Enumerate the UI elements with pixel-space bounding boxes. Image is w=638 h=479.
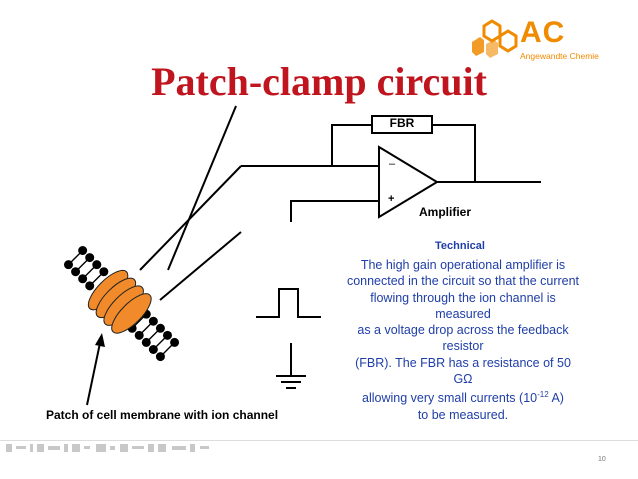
feedback-wire-right — [432, 124, 476, 181]
technical-line: as a voltage drop across the feedback — [357, 323, 569, 338]
technical-line-text: A) — [548, 391, 564, 406]
technical-line: measured — [435, 306, 491, 321]
footer-pattern — [0, 440, 638, 452]
membrane-bilayer — [64, 246, 180, 362]
exponent: -12 — [537, 390, 549, 400]
technical-line-text: allowing very small currents (10 — [362, 391, 538, 406]
page-number: 10 — [598, 456, 606, 463]
amplifier-label: Amplifier — [419, 205, 472, 219]
inverting-input-sign: – — [389, 158, 396, 170]
technical-line: resistor — [442, 339, 484, 354]
technical-line: (FBR). The FBR has a resistance of 50 — [355, 355, 571, 370]
slide-title: Patch-clamp circuit — [151, 59, 487, 104]
pipette-outer-line — [167, 105, 237, 271]
technical-line: to be measured. — [417, 407, 509, 422]
fbr-label: FBR — [389, 116, 415, 130]
membrane-label: Patch of cell membrane with ion channel — [46, 408, 279, 422]
technical-line: allowing very small currents (10-12 A) — [328, 387, 598, 406]
logo-subtitle: Angewandte Chemie — [520, 51, 599, 61]
membrane-pointer-arrow — [86, 333, 105, 406]
pipette-lower-line — [159, 231, 242, 301]
feedback-wire-left — [331, 124, 372, 166]
logo-hexagon-icon — [472, 19, 518, 58]
non-inverting-input-wire — [290, 200, 379, 222]
amplifier-triangle — [378, 145, 439, 219]
ion-channel — [87, 269, 152, 334]
non-inverting-input-sign: + — [388, 193, 395, 205]
technical-line: The high gain operational amplifier is — [360, 258, 566, 272]
technical-line: connected in the circuit so that the cur… — [346, 274, 580, 289]
technical-heading: Technical — [435, 240, 485, 252]
pulse-waveform — [256, 288, 321, 318]
fbr-resistor — [371, 115, 433, 134]
logo-letters: AC — [520, 16, 566, 49]
technical-text: The high gain operational amplifier is c… — [328, 257, 598, 423]
technical-line: flowing through the ion channel is — [370, 290, 556, 305]
technical-line: GΩ — [453, 372, 473, 387]
